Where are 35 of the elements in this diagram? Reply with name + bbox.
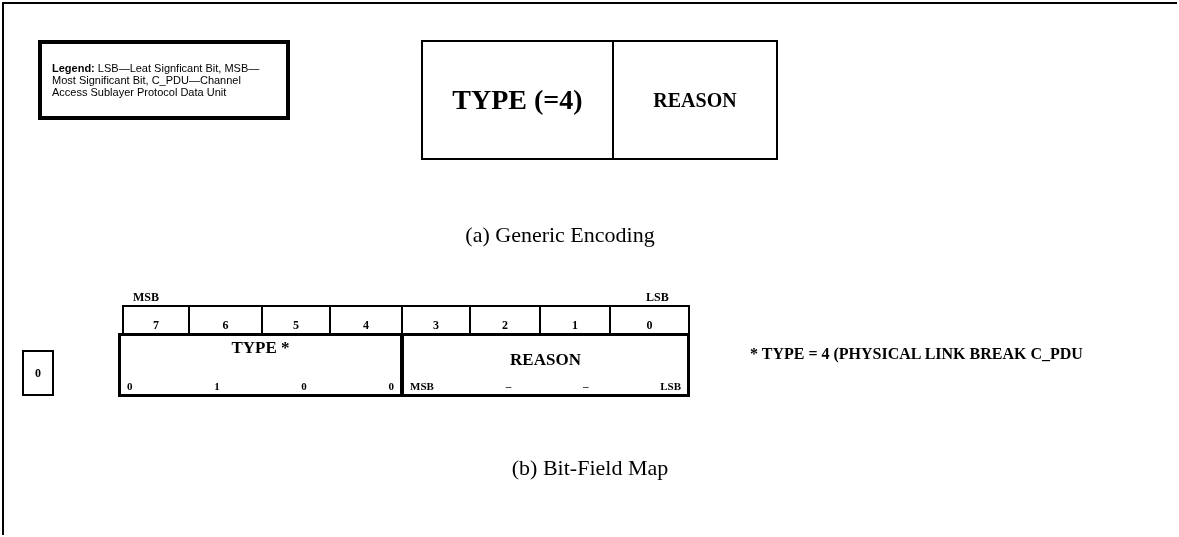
- bit-value: 0: [35, 365, 41, 381]
- bit-value: 1: [214, 380, 220, 392]
- bit-number-cell: [609, 305, 690, 335]
- bit-value: 0: [388, 380, 394, 392]
- msb-label: MSB: [133, 290, 159, 305]
- legend-text: Legend: LSB—Leat Signficant Bit, MSB—Most Significant Bit, C_PDU—Channel Access Sublayer Protocol Data Unit: [52, 62, 261, 98]
- bit-value: MSB: [410, 380, 434, 392]
- field-cell: [612, 40, 778, 160]
- bit-number: 1: [572, 318, 578, 333]
- bit-value: 0: [127, 380, 133, 392]
- caption: (b) Bit-Field Map: [511, 455, 669, 481]
- field-name: REASON: [653, 88, 737, 112]
- field-name: REASON: [510, 350, 581, 370]
- legend-box: [38, 40, 290, 120]
- bit-number: 3: [433, 318, 439, 333]
- bit-number: 0: [646, 318, 653, 333]
- caption: (a) Generic Encoding: [465, 222, 655, 248]
- bit-cell: [22, 350, 54, 396]
- field-cell: [401, 333, 690, 397]
- field-name: TYPE *: [231, 338, 290, 358]
- bit-value: –: [582, 380, 589, 392]
- field-cell: [118, 333, 403, 397]
- bit-number-cell: [122, 305, 190, 335]
- bit-number: 6: [222, 318, 229, 333]
- footnote: * TYPE = 4 (PHYSICAL LINK BREAK C_PDU: [750, 345, 1084, 363]
- bit-value: LSB: [660, 380, 681, 392]
- bit-number: 2: [502, 318, 508, 333]
- bit-number: 7: [153, 318, 159, 333]
- field-cell: [421, 40, 614, 160]
- bit-number: 5: [293, 318, 299, 333]
- lsb-label: LSB: [646, 290, 669, 305]
- field-name: TYPE (=4): [452, 84, 583, 116]
- bit-value: 0: [301, 380, 307, 392]
- bit-number: 4: [363, 318, 369, 333]
- bit-value: –: [505, 380, 512, 392]
